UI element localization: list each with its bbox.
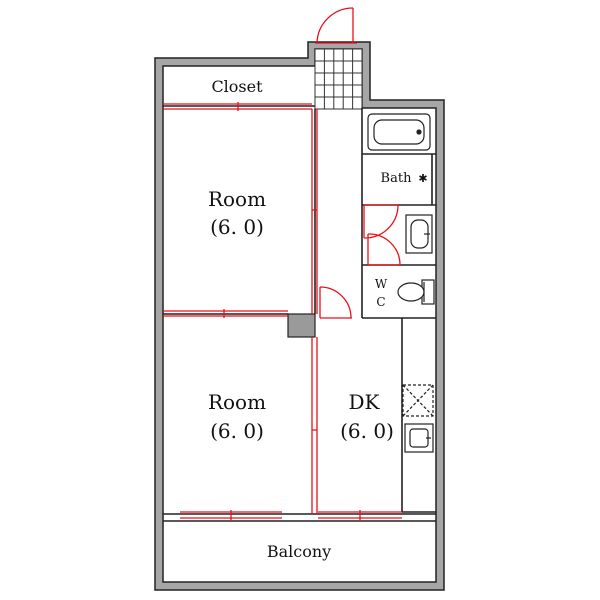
structural-column bbox=[287, 313, 316, 338]
bathtub-icon bbox=[367, 113, 431, 151]
balcony-label: Balcony bbox=[267, 542, 331, 561]
dk-door bbox=[319, 286, 352, 319]
room-north-size: (6. 0) bbox=[210, 215, 264, 239]
washroom-door bbox=[363, 204, 399, 239]
room-south-name: Room bbox=[208, 390, 266, 414]
entrance-door bbox=[315, 7, 357, 44]
kitchen-sink-icon bbox=[404, 423, 434, 453]
wc-label-c: C bbox=[376, 295, 385, 309]
washbasin-icon bbox=[405, 214, 433, 254]
sliding-partitions bbox=[163, 102, 402, 520]
entrance-tile-grid bbox=[314, 48, 363, 110]
stove-icon bbox=[402, 384, 434, 417]
bath-fixture-mark: ✱ bbox=[418, 172, 427, 185]
closet-label: Closet bbox=[211, 77, 263, 96]
wc-door bbox=[367, 233, 401, 266]
room-south-size: (6. 0) bbox=[210, 419, 264, 443]
bath-label: Bath bbox=[381, 171, 413, 186]
room-north-name: Room bbox=[208, 187, 266, 211]
toilet-icon bbox=[397, 279, 435, 305]
dk-name: DK bbox=[349, 390, 381, 414]
dk-size: (6. 0) bbox=[340, 419, 394, 443]
wc-label-w: W bbox=[375, 277, 388, 291]
